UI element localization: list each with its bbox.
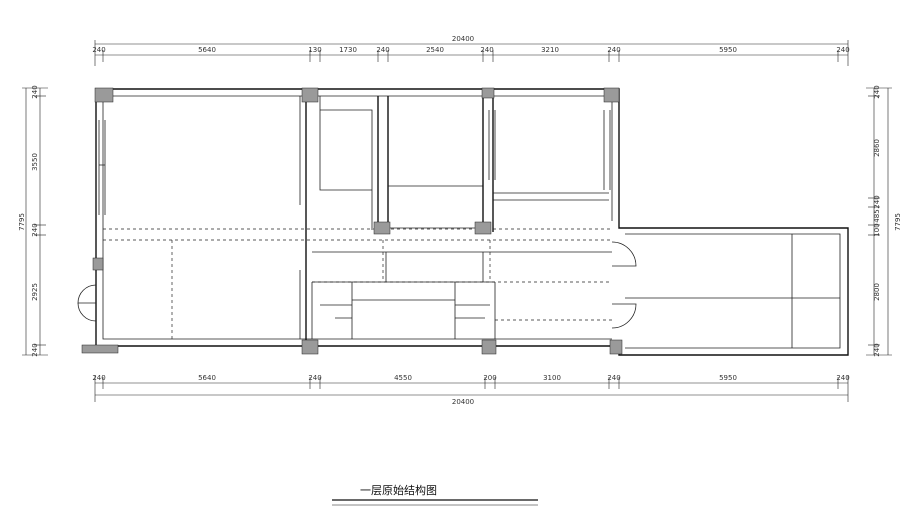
left-total-dimension: 7795 [18, 213, 26, 231]
bottom-dim-segment: 3100 [543, 374, 561, 382]
right-total-dimension: 7795 [894, 213, 902, 231]
top-dim-segment: 240 [376, 46, 389, 54]
right-dim-segment: 240 [873, 85, 881, 98]
right-dim-segment: 100 [873, 223, 881, 236]
right-dim-segment: 240 [873, 343, 881, 356]
top-total-dimension: 20400 [452, 35, 474, 43]
top-dim-segment: 3210 [541, 46, 559, 54]
right-dim-segment: 2860 [873, 139, 881, 157]
left-dim-segment: 3550 [31, 153, 39, 171]
bottom-dim-segment: 200 [483, 374, 496, 382]
left-dim-segment: 240 [31, 343, 39, 356]
bottom-dimension-chain: 240 5640 240 4550 200 3100 240 5950 240 … [92, 374, 849, 406]
door-swings [77, 241, 637, 329]
bottom-dim-segment: 240 [308, 374, 321, 382]
bottom-dim-segment: 5640 [198, 374, 216, 382]
left-dimension-chain: 7795 240 3550 240 2925 240 [18, 85, 48, 357]
bottom-total-dimension: 20400 [452, 398, 474, 406]
beam-lines [103, 228, 612, 339]
building-walls [95, 88, 849, 356]
top-dim-segment: 240 [607, 46, 620, 54]
bottom-dim-segment: 240 [836, 374, 849, 382]
bottom-dim-segment: 240 [92, 374, 105, 382]
bottom-dim-segment: 4550 [394, 374, 412, 382]
structural-columns [81, 87, 623, 355]
top-dim-segment: 240 [92, 46, 105, 54]
drawing-title: 一层原始结构图 [360, 483, 437, 497]
top-dim-segment: 240 [480, 46, 493, 54]
top-dim-segment: 1730 [339, 46, 357, 54]
bottom-dim-segment: 5950 [719, 374, 737, 382]
top-dim-segment: 240 [836, 46, 849, 54]
left-dim-segment: 2925 [31, 283, 39, 301]
bottom-dim-segment: 240 [607, 374, 620, 382]
right-dim-segment: 2800 [873, 283, 881, 301]
top-dim-segment: 5950 [719, 46, 737, 54]
top-dim-segment: 5640 [198, 46, 216, 54]
right-dim-segment: 485 [873, 209, 881, 222]
top-dim-segment: 130 [308, 46, 321, 54]
left-dim-segment: 240 [31, 85, 39, 98]
left-dim-segment: 240 [31, 223, 39, 236]
right-dim-segment: 240 [873, 195, 881, 208]
top-dim-segment: 2540 [426, 46, 444, 54]
top-dimension-chain: 20400 240 5640 130 1730 240 2540 240 321… [92, 35, 850, 66]
right-dimension-chain: 240 2860 240 485 100 2800 240 7795 [866, 85, 902, 357]
